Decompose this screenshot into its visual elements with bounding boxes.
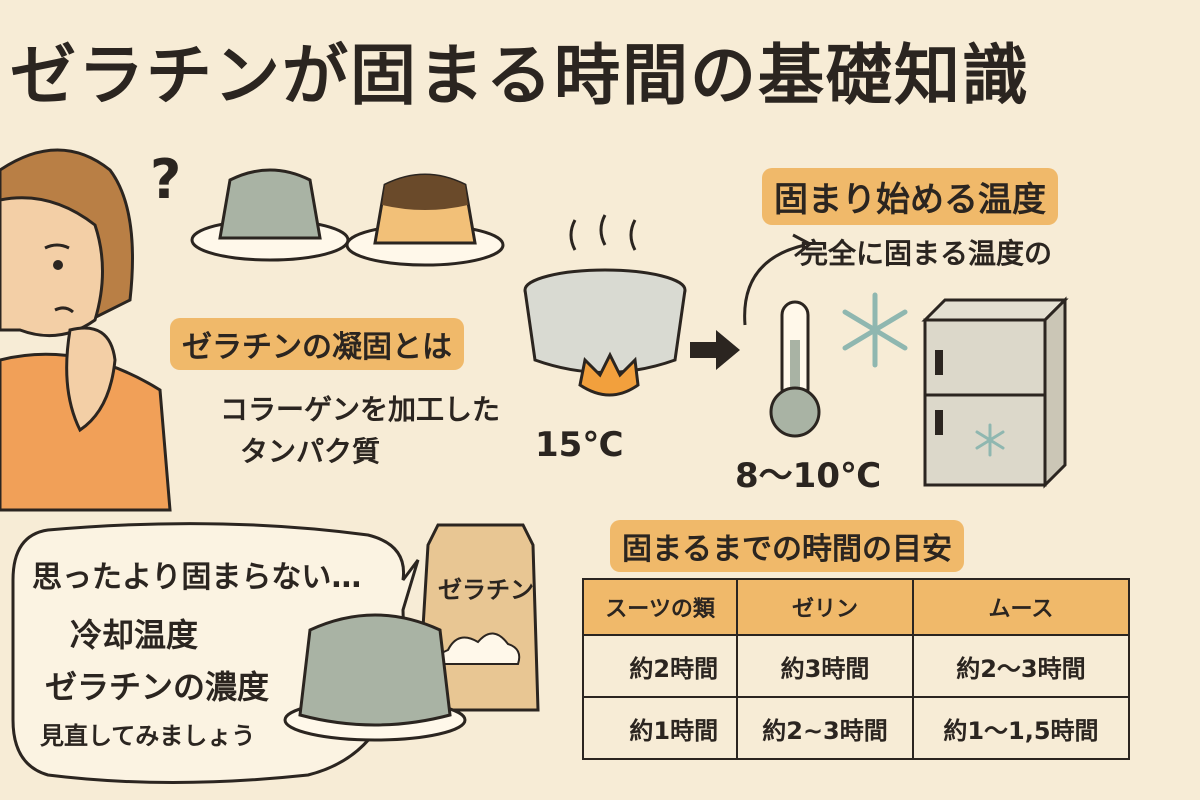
pot-temperature: 15℃	[535, 425, 624, 465]
table-cell: 約2～3時間	[911, 634, 1131, 698]
table-header-cell: ムース	[911, 578, 1131, 636]
woman-illustration	[0, 148, 172, 512]
speech-line3: ゼラチンの濃度	[45, 668, 270, 706]
table-cell: 約1時間	[581, 696, 739, 760]
jelly-and-pudding-icon	[190, 168, 505, 267]
gelatin-desc-line2: タンパク質	[240, 435, 381, 468]
table-cell: 約2時間	[581, 634, 739, 698]
time-table: スーツの類 ゼリン ムース 約2時間 約3時間 約2～3時間 約1時間 約2~3…	[581, 578, 1131, 760]
gelatin-package-icon	[416, 523, 540, 712]
refrigerator-icon	[921, 296, 1069, 489]
time-heading: 固まるまでの時間の目安	[610, 520, 964, 572]
snowflake-icon	[842, 292, 908, 368]
page-title: ゼラチンが固まる時間の基礎知識	[10, 37, 1030, 114]
table-cell: 約1～1,5時間	[911, 696, 1131, 760]
thermometer-temperature: 8～10℃	[735, 456, 882, 496]
complete-temp-label: 完全に固まる温度の	[800, 237, 1053, 270]
speech-line4: 見直してみましょう	[40, 722, 256, 750]
table-row: 約2時間 約3時間 約2～3時間	[581, 634, 1131, 698]
table-header-cell: スーツの類	[581, 578, 739, 636]
gelatin-desc-line1: コラーゲンを加工した	[220, 393, 501, 426]
table-header-row: スーツの類 ゼリン ムース	[581, 578, 1131, 636]
thermometer-icon	[769, 300, 821, 438]
speech-line2: 冷却温度	[70, 616, 199, 654]
arrow-right-icon	[690, 330, 740, 370]
package-label: ゼラチン	[438, 576, 534, 604]
large-jelly-icon	[283, 613, 467, 742]
start-temp-label: 固まり始める温度	[762, 168, 1058, 225]
gelatin-heading: ゼラチンの凝固とは	[170, 318, 464, 370]
table-cell: 約2~3時間	[736, 696, 914, 760]
table-cell: 約3時間	[736, 634, 914, 698]
table-header-cell: ゼリン	[736, 578, 914, 636]
question-mark: ?	[150, 148, 182, 211]
speech-line1: 思ったより固まらない…	[32, 560, 362, 595]
table-row: 約1時間 約2~3時間 約1～1,5時間	[581, 696, 1131, 760]
pot-on-burner-icon	[523, 214, 687, 397]
curved-arrow-icon	[743, 233, 813, 326]
